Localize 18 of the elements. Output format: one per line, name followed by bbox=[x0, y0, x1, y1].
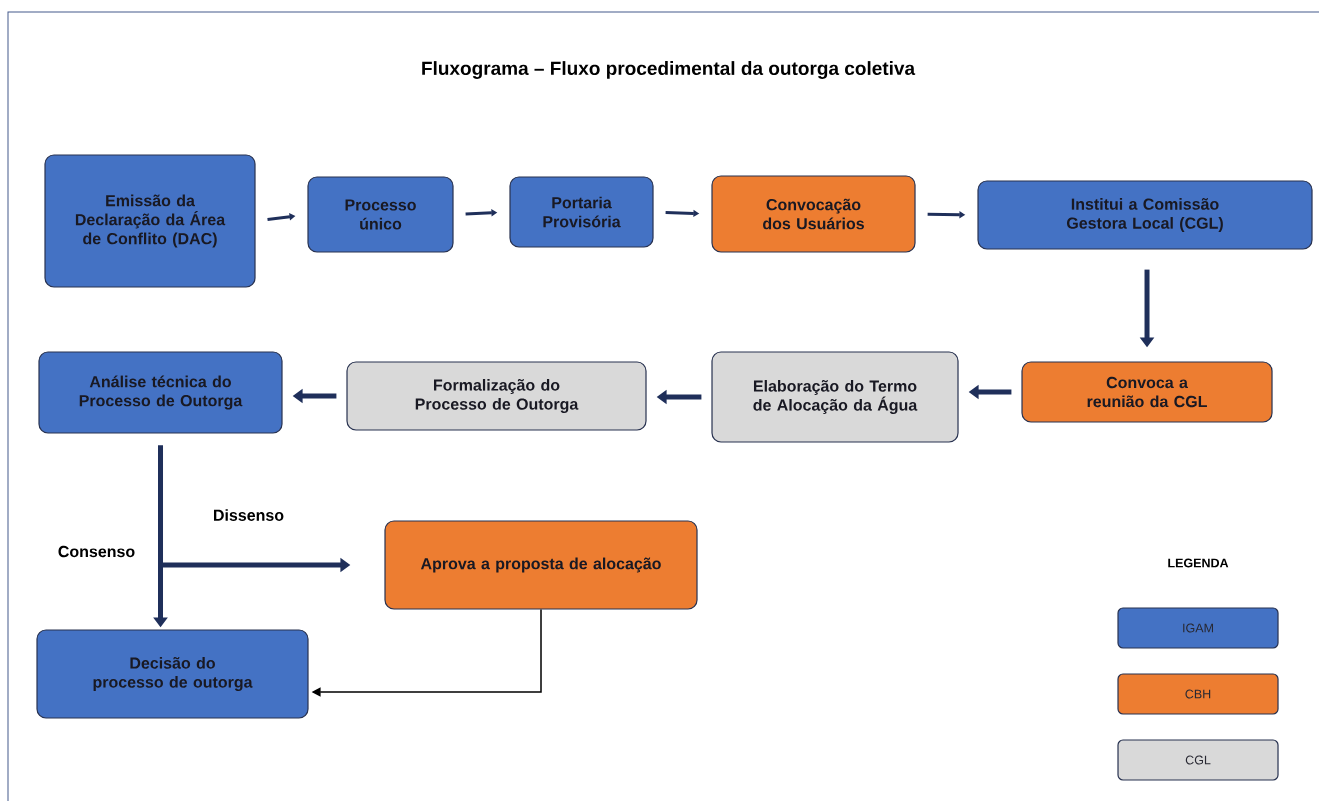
legend-label: CGL bbox=[1185, 755, 1211, 765]
process-box: Elaboração do Termo de Alocação da Água bbox=[711, 351, 959, 443]
legend-label: IGAM bbox=[1183, 623, 1213, 633]
edge-label: Dissenso bbox=[214, 509, 284, 521]
title: Fluxograma – Fluxo procedimental da outorga coletiva bbox=[422, 61, 916, 79]
process-box: Institui a Comissão Gestora Local (CGL) bbox=[977, 180, 1313, 250]
process-box: Convocação dos Usuários bbox=[711, 175, 916, 253]
process-box: Análise técnica do Processo de Outorga bbox=[38, 351, 283, 434]
process-box: Processo único bbox=[307, 176, 454, 253]
process-box: Convoca a reunião da CGL bbox=[1021, 361, 1273, 423]
edge-label: Consenso bbox=[58, 545, 135, 558]
process-box: Aprova a proposta de alocação bbox=[384, 520, 698, 610]
process-box: Formalização do Processo de Outorga bbox=[346, 361, 647, 431]
legend-heading: LEGENDA bbox=[1168, 558, 1229, 568]
process-box: Portaria Provisória bbox=[509, 176, 654, 248]
process-box: Emissão da Declaração da Área de Conflito (DAC) bbox=[44, 154, 256, 288]
legend-label: CBH bbox=[1185, 689, 1211, 699]
process-box: Decisão do processo de outorga bbox=[36, 629, 309, 719]
